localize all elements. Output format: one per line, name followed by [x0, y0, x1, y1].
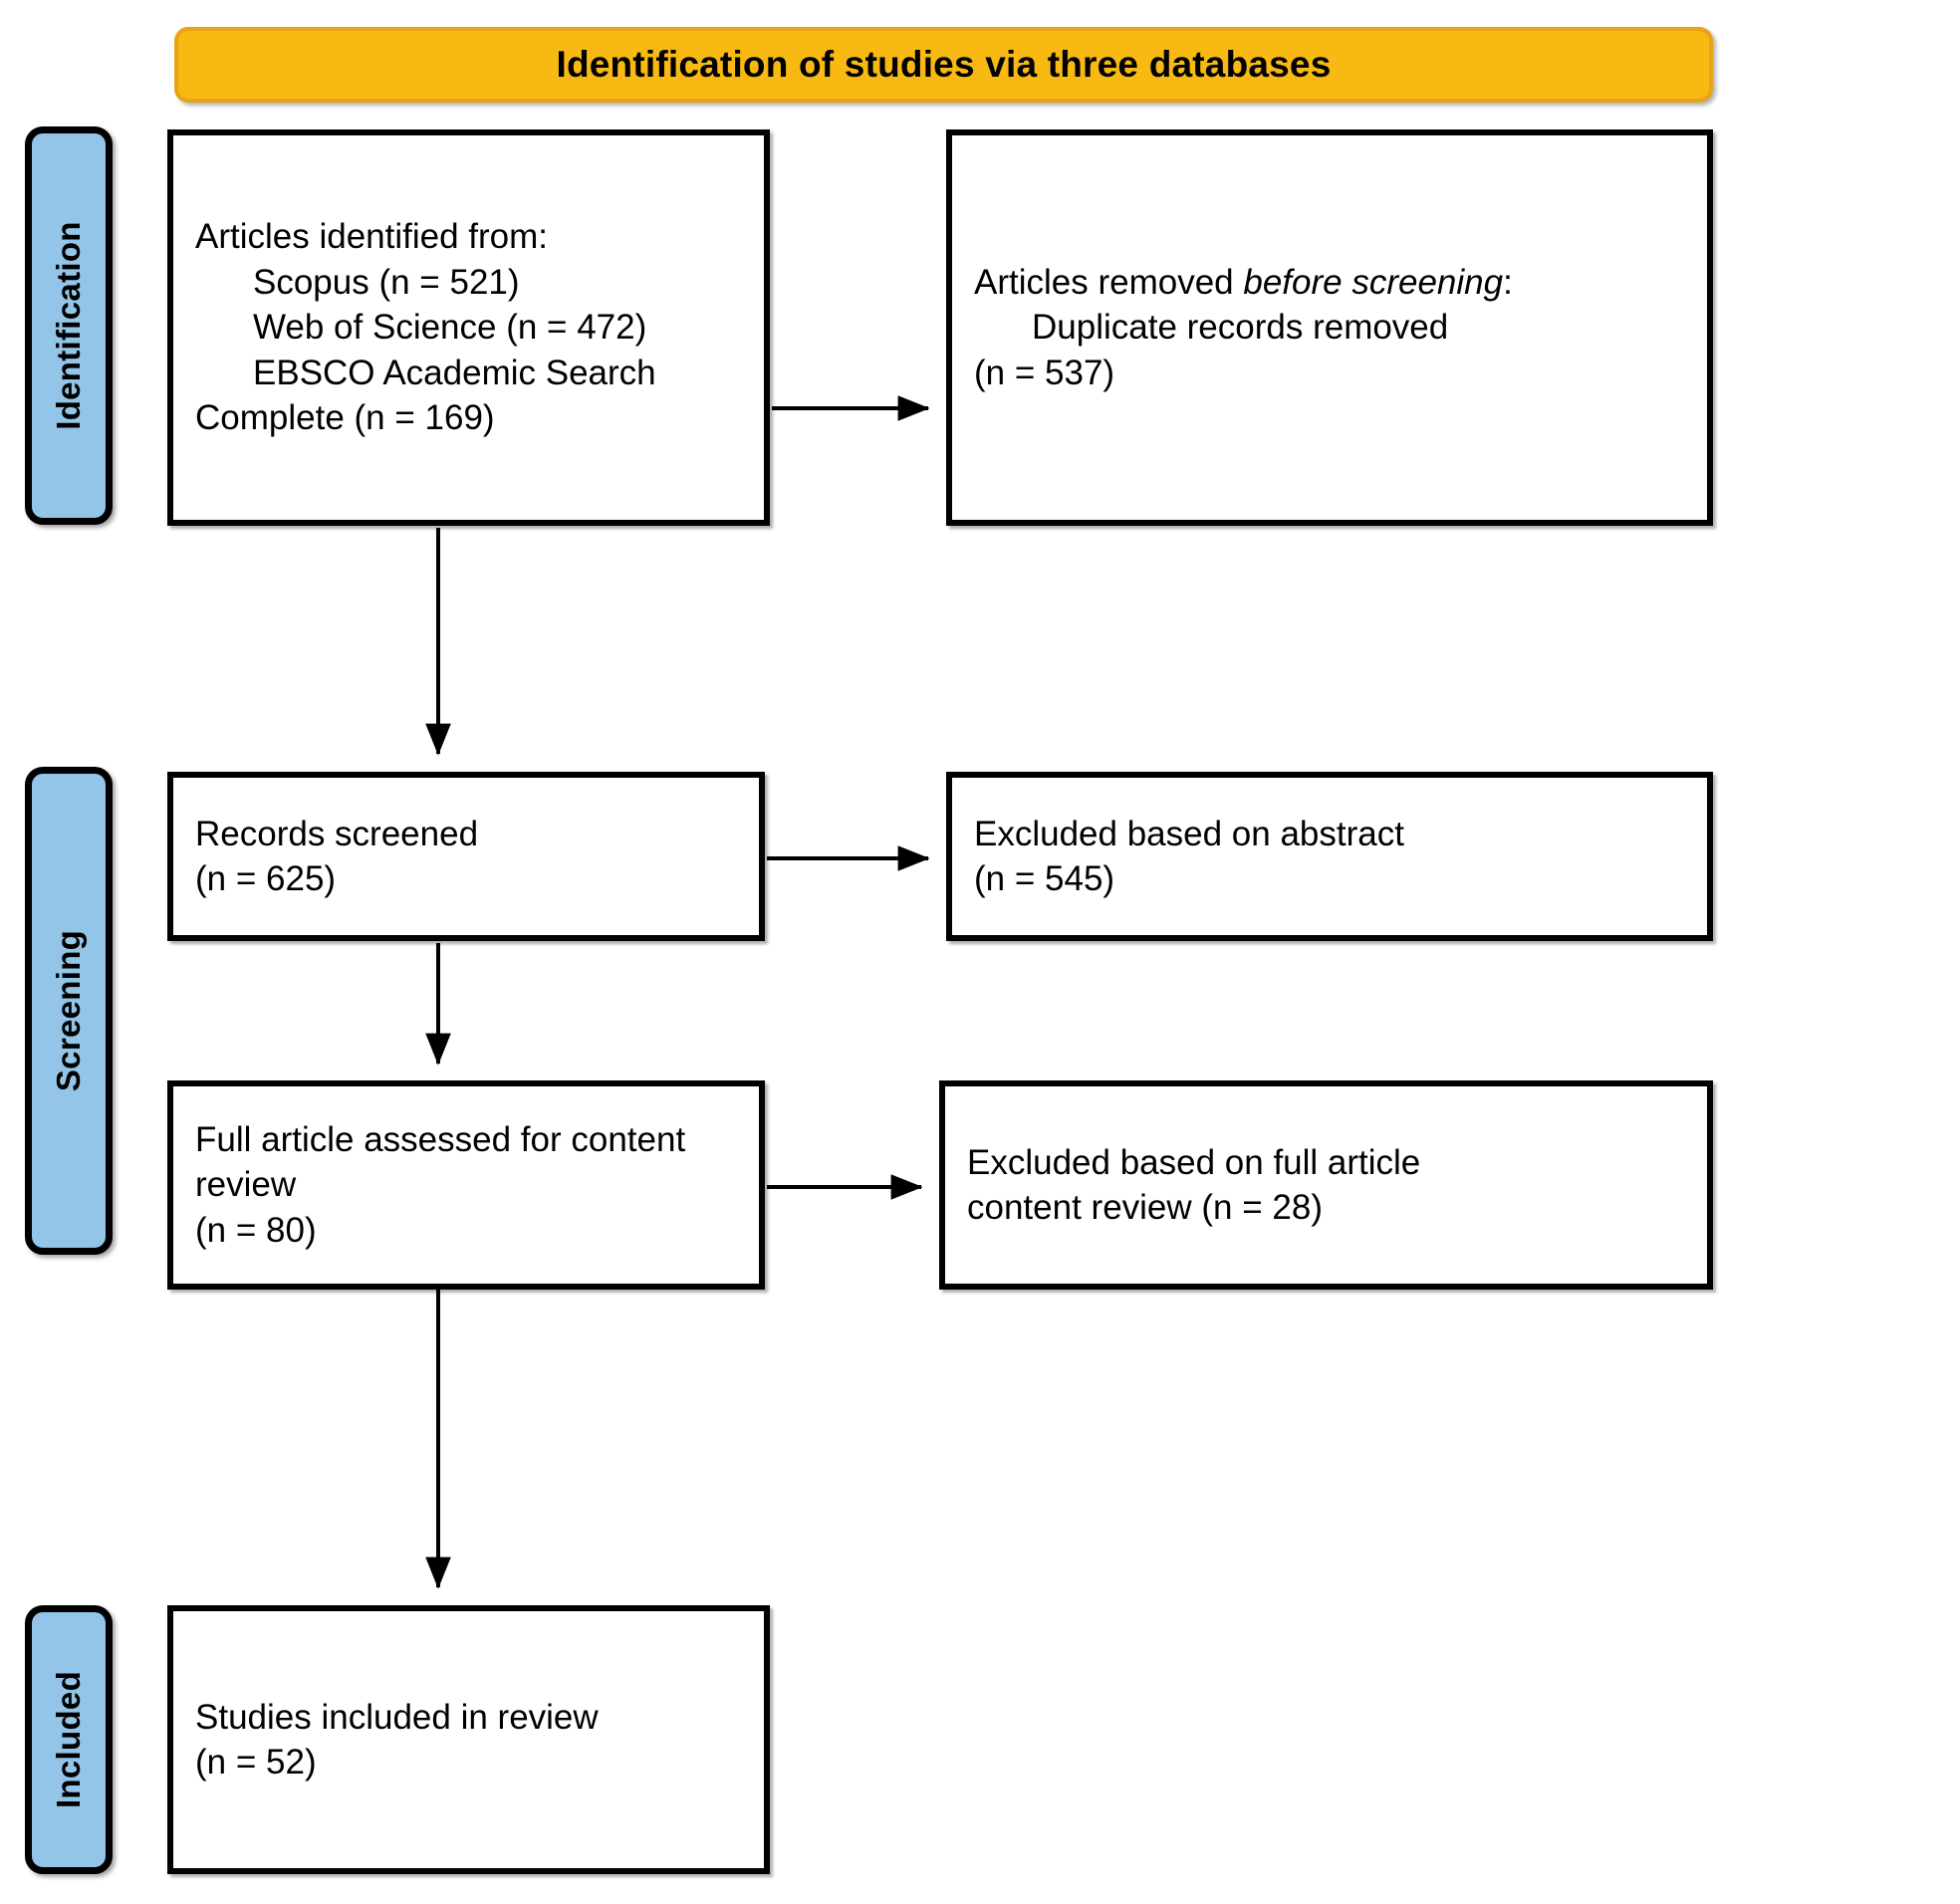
excluded-abstract-count: (n = 545) — [974, 859, 1115, 898]
fulltext-label-line1: Full article assessed for content — [195, 1119, 686, 1159]
excluded-fulltext-line2: content review (n = 28) — [967, 1188, 1323, 1227]
removed-heading-suffix: : — [1503, 262, 1513, 302]
stage-rail-identification: Identification — [25, 126, 113, 525]
screened-count: (n = 625) — [195, 859, 337, 898]
box-excluded-based-on-full-article: Excluded based on full article content re… — [939, 1080, 1713, 1290]
stage-rail-screening: Screening — [25, 767, 113, 1255]
excluded-fulltext-line1: Excluded based on full article — [967, 1142, 1421, 1182]
removed-duplicate-line: Duplicate records removed — [1032, 308, 1449, 348]
removed-heading-italic: before screening — [1243, 262, 1504, 302]
excluded-abstract-label: Excluded based on abstract — [974, 814, 1404, 853]
box-articles-removed-before-screening: Articles removed before screening: Duplic… — [946, 129, 1713, 526]
box-articles-identified-text: Articles identified from: Scopus (n = 521… — [173, 214, 764, 441]
box-excluded-full-article-text: Excluded based on full article content re… — [945, 1140, 1707, 1231]
stage-rail-included-label: Included — [50, 1670, 87, 1809]
identified-source-scopus: Scopus (n = 521) — [253, 262, 520, 302]
box-studies-included-in-review: Studies included in review (n = 52) — [167, 1605, 770, 1874]
stage-rail-identification-label: Identification — [50, 221, 87, 430]
diagram-header-banner: Identification of studies via three data… — [174, 27, 1713, 103]
box-articles-removed-text: Articles removed before screening: Duplic… — [952, 260, 1707, 396]
included-count: (n = 52) — [195, 1743, 317, 1782]
removed-heading-prefix: Articles removed — [974, 262, 1244, 302]
fulltext-count: (n = 80) — [195, 1210, 317, 1250]
removed-duplicate-count: (n = 537) — [974, 353, 1115, 392]
box-records-screened-text: Records screened (n = 625) — [173, 812, 759, 902]
included-label: Studies included in review — [195, 1697, 599, 1737]
box-records-screened: Records screened (n = 625) — [167, 772, 765, 941]
identified-source-ebsco: EBSCO Academic Search — [253, 353, 656, 392]
screened-label: Records screened — [195, 814, 479, 853]
box-full-article-text: Full article assessed for content review (… — [173, 1117, 759, 1254]
stage-rail-screening-label: Screening — [50, 929, 87, 1092]
box-full-article-assessed: Full article assessed for content review (… — [167, 1080, 765, 1290]
identified-source-ebsco-continuation: Complete (n = 169) — [195, 398, 495, 438]
fulltext-label-line2: review — [195, 1165, 297, 1205]
identified-heading: Articles identified from: — [195, 217, 549, 257]
stage-rail-included: Included — [25, 1605, 113, 1874]
box-articles-identified: Articles identified from: Scopus (n = 521… — [167, 129, 770, 526]
box-studies-included-text: Studies included in review (n = 52) — [173, 1695, 764, 1785]
box-excluded-based-on-abstract: Excluded based on abstract (n = 545) — [946, 772, 1713, 941]
box-excluded-abstract-text: Excluded based on abstract (n = 545) — [952, 812, 1707, 902]
identified-source-wos: Web of Science (n = 472) — [253, 308, 647, 348]
diagram-title: Identification of studies via three data… — [556, 44, 1332, 85]
